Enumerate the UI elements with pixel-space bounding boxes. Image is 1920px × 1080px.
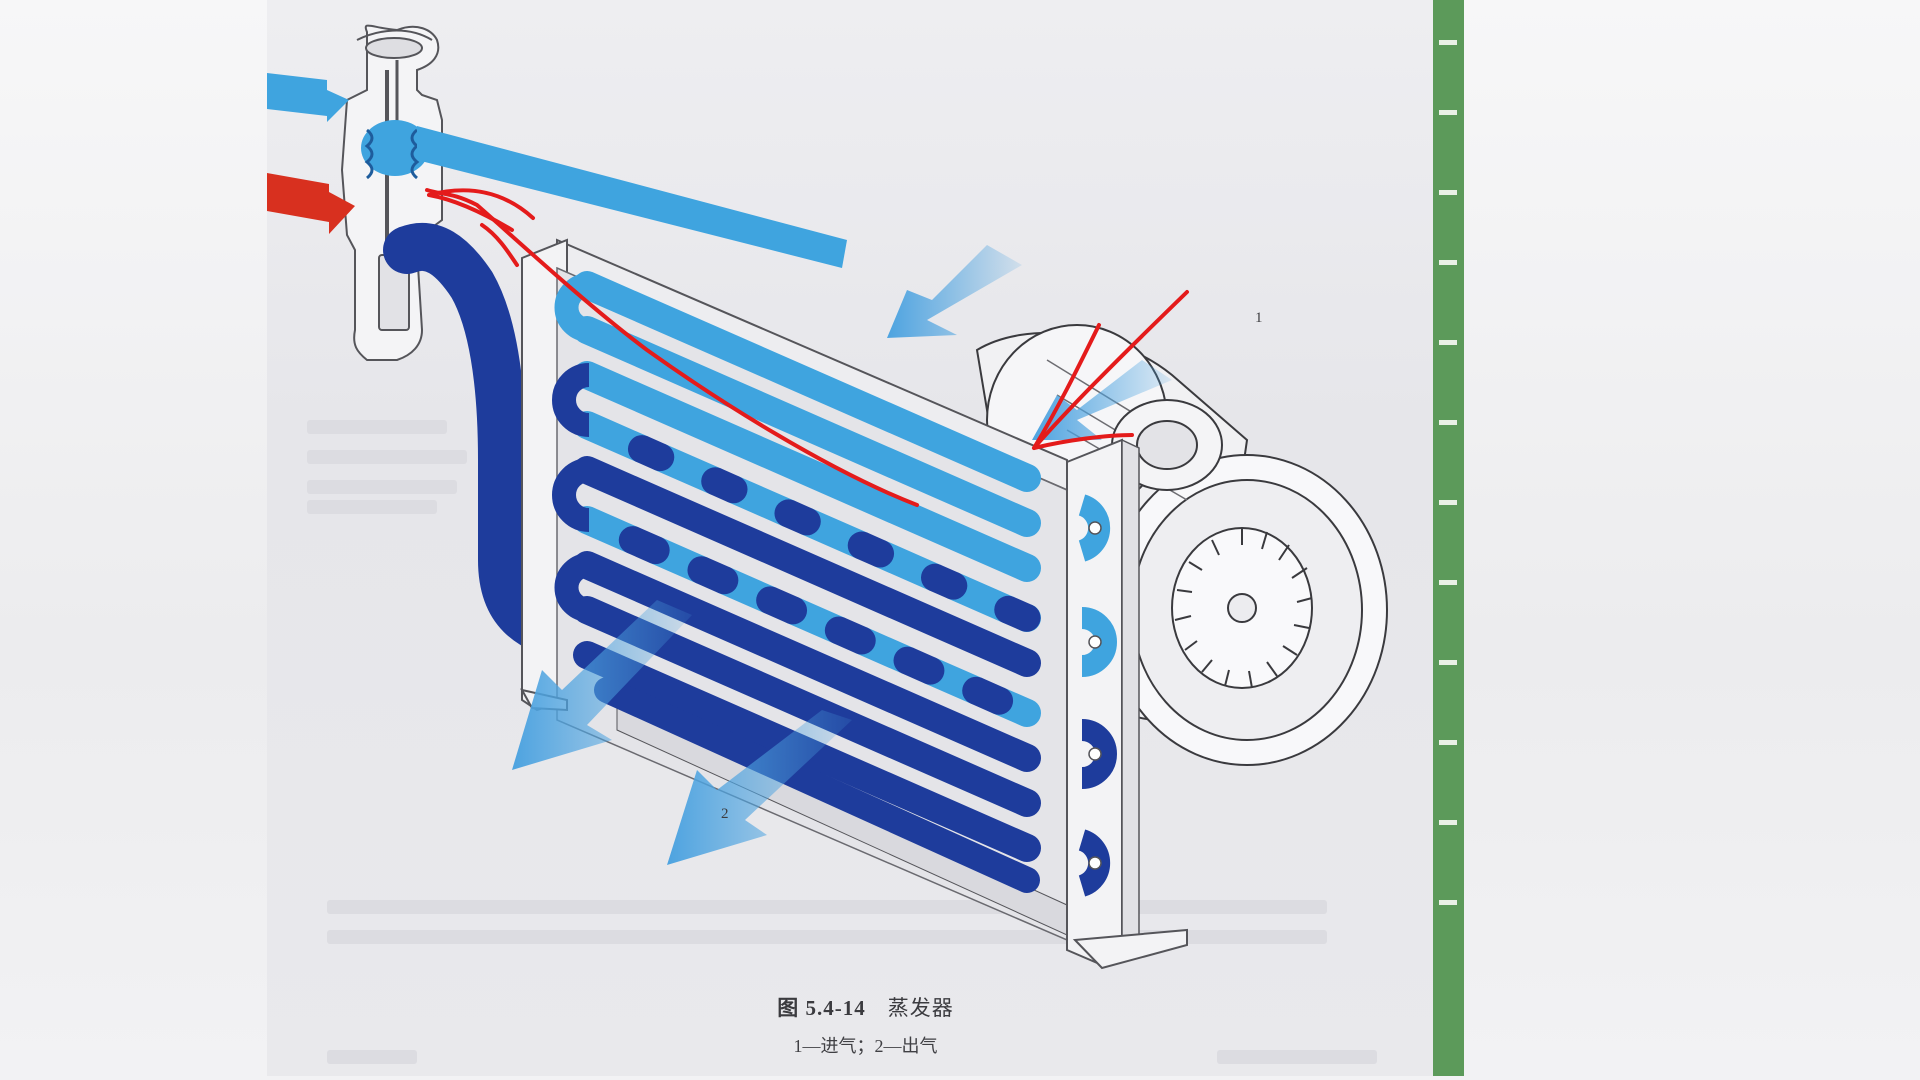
label-2: 2 <box>721 806 729 822</box>
green-page-edge <box>1433 0 1464 1076</box>
evaporator-diagram <box>267 0 1464 1076</box>
valve-bellows <box>361 120 429 180</box>
textbook-page-photo: 1 2 图 5.4-14 蒸发器 1—进气；2—出气 <box>267 0 1464 1076</box>
air-in-arrow-top <box>887 245 1022 338</box>
suction-line-light <box>417 126 847 268</box>
red-arrow-right-shaft <box>1032 290 1189 450</box>
air-out-arrow-lower <box>667 710 852 865</box>
figure-legend: 1—进气；2—出气 <box>793 1036 938 1056</box>
figure-caption: 图 5.4-14 蒸发器 <box>267 992 1464 1022</box>
red-flow-line <box>425 188 919 507</box>
fan-blades <box>1174 528 1313 689</box>
air-out-arrow-upper <box>512 600 692 770</box>
figure-number: 图 5.4-14 <box>777 996 866 1020</box>
left-u-bends <box>552 273 590 622</box>
red-annotations <box>425 188 1189 507</box>
expansion-valve <box>340 24 443 361</box>
red-arrow-right-head <box>1032 323 1134 450</box>
valve-outlet-port <box>383 226 431 274</box>
air-in-arrow-right <box>1032 360 1172 440</box>
label-1: 1 <box>1255 310 1263 326</box>
red-arrowhead-upper-tail <box>480 223 519 267</box>
airflow-arrows <box>512 245 1172 865</box>
inlet-pipes <box>267 73 355 234</box>
figure-title: 蒸发器 <box>887 996 954 1020</box>
red-arrowhead-upper <box>427 188 535 232</box>
